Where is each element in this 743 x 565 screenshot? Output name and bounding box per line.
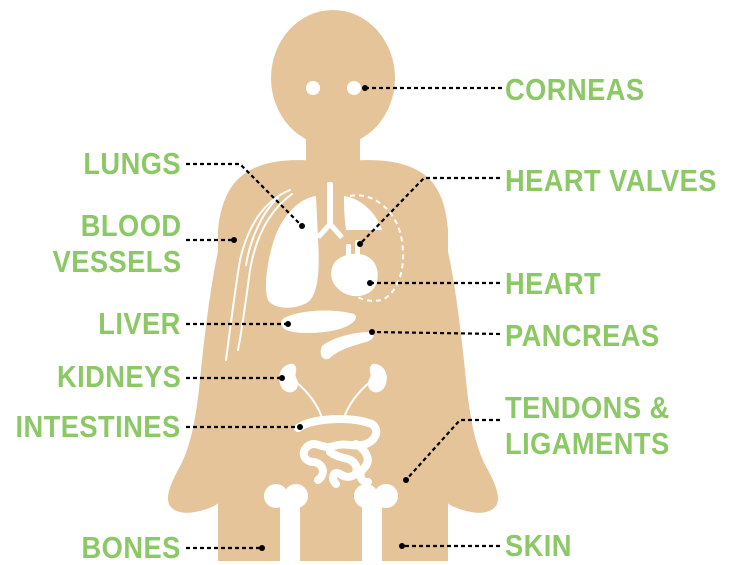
label-lungs: LUNGS bbox=[83, 148, 181, 179]
label-tendons-line1: TENDONS & bbox=[505, 392, 670, 423]
label-kidneys: KIDNEYS bbox=[57, 361, 181, 392]
label-liver: LIVER bbox=[98, 308, 181, 339]
right-eye bbox=[347, 81, 361, 95]
label-tendons-line2: LIGAMENTS bbox=[505, 428, 670, 459]
label-skin: SKIN bbox=[505, 530, 572, 561]
label-blood-vessels-line2: VESSELS bbox=[52, 246, 181, 277]
label-tendons-ligaments: TENDONS & LIGAMENTS bbox=[505, 392, 670, 459]
label-heart: HEART bbox=[505, 268, 601, 299]
label-blood-vessels: BLOOD VESSELS bbox=[52, 210, 181, 277]
left-eye bbox=[306, 81, 320, 95]
label-corneas: CORNEAS bbox=[505, 74, 644, 105]
label-heart-valves: HEART VALVES bbox=[505, 165, 717, 196]
label-bones: BONES bbox=[82, 532, 181, 563]
label-intestines: INTESTINES bbox=[16, 411, 181, 442]
label-blood-vessels-line1: BLOOD bbox=[52, 210, 181, 241]
label-pancreas: PANCREAS bbox=[505, 320, 660, 351]
